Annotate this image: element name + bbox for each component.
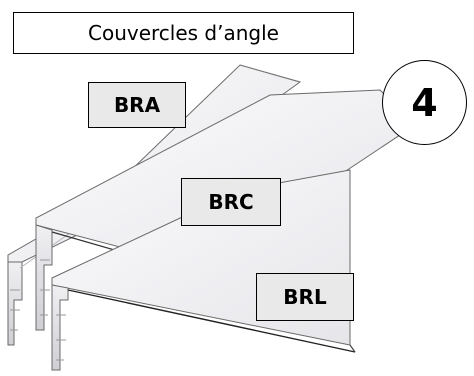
label-brc-text: BRC bbox=[208, 190, 254, 214]
label-brl: BRL bbox=[256, 273, 354, 321]
label-brl-text: BRL bbox=[283, 285, 327, 309]
label-brc: BRC bbox=[181, 178, 281, 226]
label-bra-text: BRA bbox=[113, 93, 161, 117]
title-text: Couvercles d’angle bbox=[88, 21, 279, 45]
title-box: Couvercles d’angle bbox=[13, 12, 354, 54]
label-bra: BRA bbox=[88, 82, 186, 128]
number-badge: 4 bbox=[382, 60, 467, 145]
number-text: 4 bbox=[411, 80, 438, 125]
